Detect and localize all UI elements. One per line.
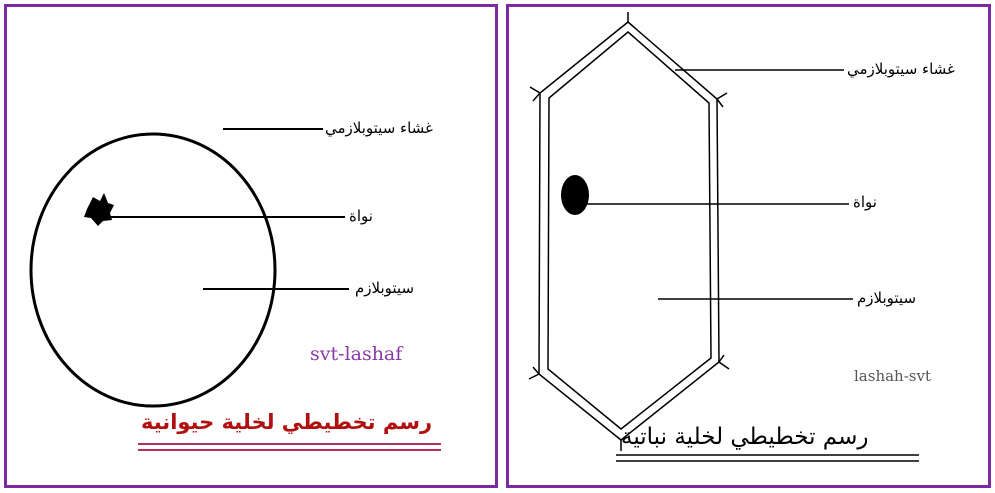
animal-cell-title: رسم تخطيطي لخلية حيوانية bbox=[141, 410, 432, 434]
plant-cytoplasm-label: سيتوبلازم bbox=[857, 289, 916, 307]
plant-cell-title: رسم تخطيطي لخلية نباتية bbox=[621, 424, 868, 450]
animal-cell-panel: غشاء سيتوبلازمي نواة سيتوبلازم svt-lasha… bbox=[4, 4, 498, 488]
plant-cell-nucleus bbox=[561, 175, 589, 215]
animal-cytoplasm-label: سيتوبلازم bbox=[355, 279, 414, 297]
plant-watermark: lashah-svt bbox=[854, 367, 931, 385]
plant-cell-diagram bbox=[509, 7, 988, 485]
animal-cell-nucleus bbox=[84, 193, 114, 226]
plant-cell-wall-inner bbox=[548, 32, 711, 429]
animal-membrane-label: غشاء سيتوبلازمي bbox=[325, 119, 433, 137]
plant-nucleus-label: نواة bbox=[853, 193, 877, 211]
animal-nucleus-label: نواة bbox=[349, 207, 373, 225]
animal-cell-membrane bbox=[31, 134, 275, 406]
plant-cell-panel: غشاء سيتوبلازمي نواة سيتوبلازم lashah-sv… bbox=[506, 4, 991, 488]
plant-membrane-label: غشاء سيتوبلازمي bbox=[847, 60, 955, 78]
animal-watermark: svt-lashaf bbox=[310, 343, 402, 365]
